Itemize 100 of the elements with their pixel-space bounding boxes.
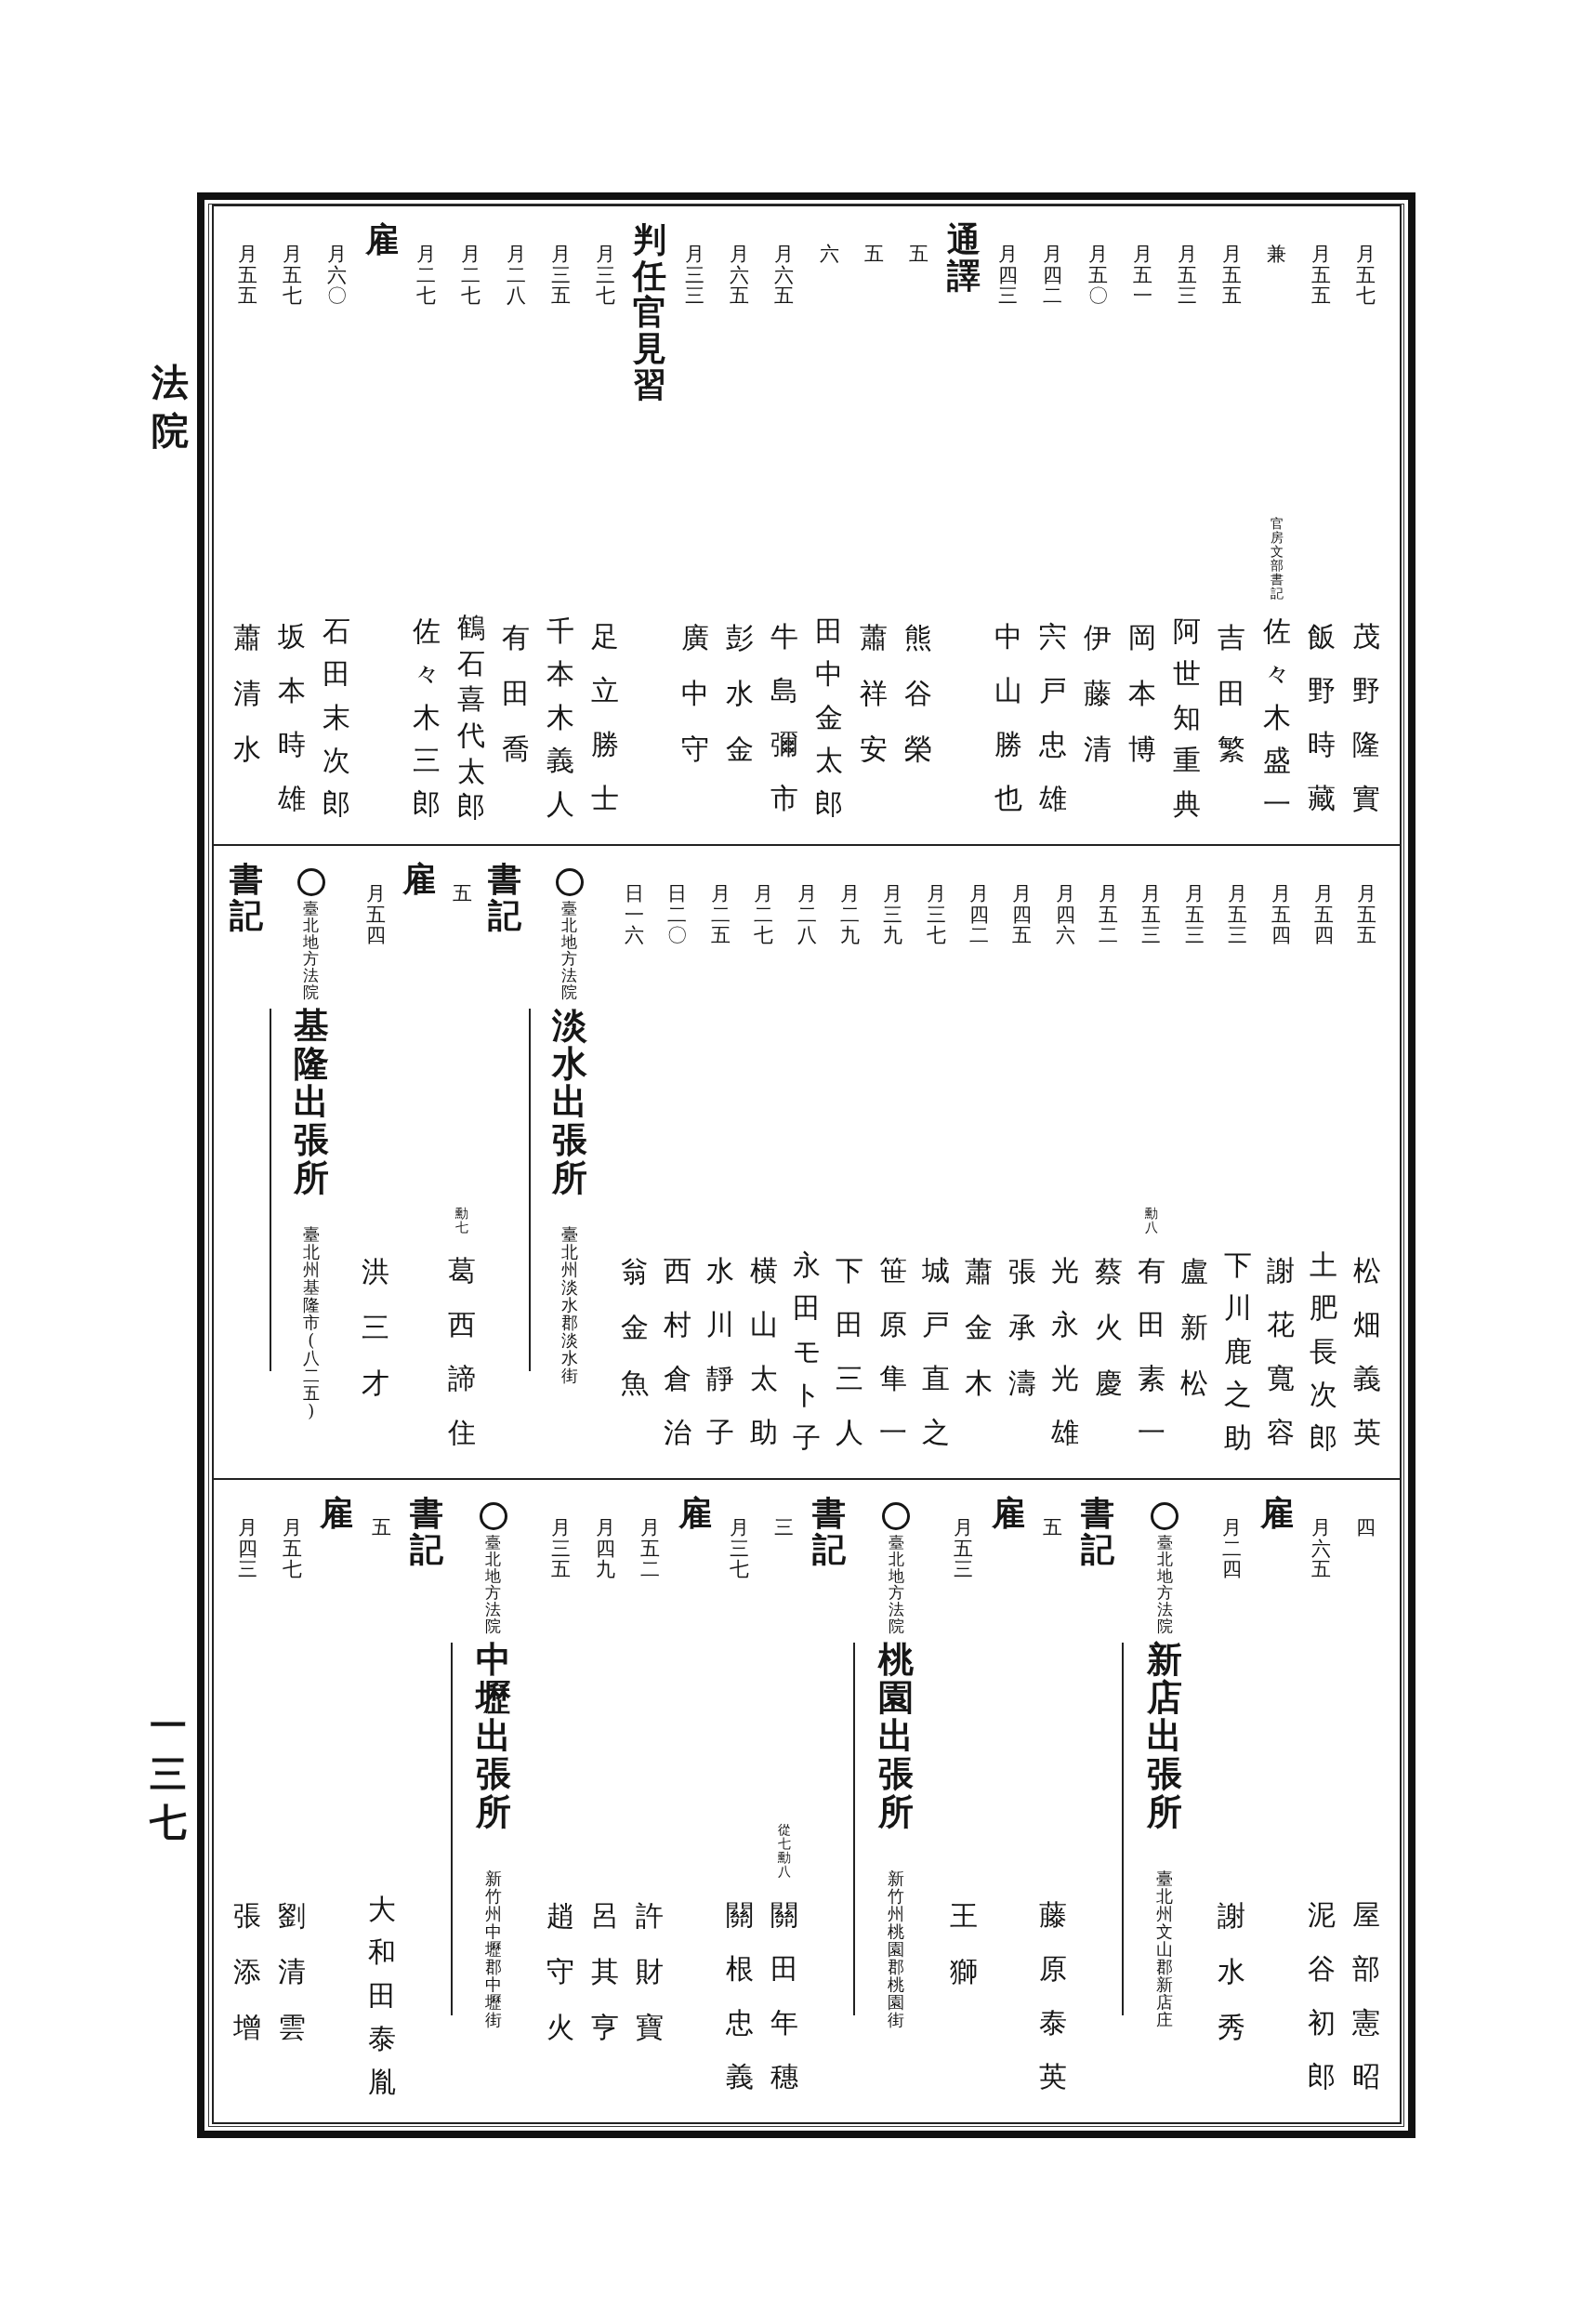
section-heading: 雇 (363, 221, 400, 257)
person-name: 中山勝也 (993, 619, 1023, 816)
office-heading: 桃園出張所 (877, 1640, 915, 1831)
salary-rank: 月四九 (594, 1517, 616, 1580)
page-number: 一三七 (149, 1702, 188, 1845)
salary-rank: 月六五 (729, 244, 751, 307)
address-note: 臺北州文山郡新店庄 (1155, 1869, 1175, 2028)
salary-rank: 月五五 (1310, 244, 1333, 307)
person-name: 有田素一 (1136, 1253, 1166, 1450)
salary-rank: 月五三 (1176, 244, 1198, 307)
salary-rank: 月四三 (997, 244, 1020, 307)
person-name: 永田モト子 (792, 1248, 822, 1456)
person-name: 千本木義人 (546, 614, 576, 822)
person-name: 許財寶 (635, 1898, 665, 2045)
person-name: 張承濤 (1007, 1254, 1037, 1401)
table-panel (212, 205, 1402, 846)
salary-rank: 月二八 (796, 883, 818, 946)
salary-rank: 月五七 (1355, 244, 1377, 307)
person-name: 足立勝士 (590, 619, 621, 816)
person-name: 松畑義英 (1351, 1253, 1382, 1450)
person-name: 呂其亨 (590, 1898, 621, 2045)
person-name: 屋部憲昭 (1350, 1897, 1381, 2094)
court-name: 臺北地方法院 (484, 1534, 503, 1634)
office-heading: 淡水出張所 (550, 1006, 588, 1197)
salary-rank: 月四三 (236, 1517, 258, 1580)
person-name: 光永光雄 (1050, 1253, 1081, 1450)
honor-note: 勳七 (454, 1207, 470, 1235)
table-panel (212, 1478, 1402, 2124)
person-name: 蕭清水 (232, 620, 263, 767)
section-heading: 雇 (1258, 1495, 1295, 1531)
court-name: 臺北地方法院 (1155, 1534, 1174, 1634)
salary-rank: 月三三 (684, 244, 706, 307)
person-name: 鶴石喜代太郎 (455, 610, 486, 825)
salary-rank: 月二七 (415, 244, 438, 307)
salary-rank: 月五一 (1131, 244, 1153, 307)
person-name: 葛西諦住 (447, 1253, 478, 1450)
salary-rank: 月五三 (1227, 883, 1249, 946)
section-heading: 書記 (811, 1495, 848, 1567)
salary-rank: 四 (1355, 1517, 1377, 1538)
section-heading: 雇 (677, 1495, 713, 1531)
salary-rank: 月二九 (838, 883, 861, 946)
salary-rank: 月三五 (549, 1517, 572, 1580)
person-name: 謝水秀 (1217, 1898, 1247, 2045)
salary-rank: 五 (451, 883, 473, 905)
person-name: 下川鹿之助 (1222, 1248, 1253, 1456)
salary-rank: 六 (818, 244, 840, 265)
salary-rank: 月五七 (281, 244, 303, 307)
office-heading: 新店出張所 (1146, 1640, 1184, 1831)
salary-rank: 月五五 (236, 244, 258, 307)
person-name: 蕭金木 (964, 1254, 994, 1401)
person-name: 蕭祥安 (859, 620, 889, 767)
person-name: 西村倉治 (662, 1253, 692, 1450)
salary-rank: 五 (1042, 1517, 1064, 1538)
salary-rank: 月三五 (549, 244, 572, 307)
person-name: 牛島彌市 (769, 619, 799, 816)
person-name: 藤原泰英 (1037, 1897, 1068, 2094)
section-heading: 判任官見習 (632, 221, 668, 403)
address-note: 臺北州基隆市(八二五) (301, 1225, 321, 1419)
salary-rank: 月二七 (460, 244, 482, 307)
salary-rank: 月三七 (594, 244, 616, 307)
person-name: 張添增 (232, 1898, 263, 2045)
salary-rank: 月二四 (1220, 1517, 1243, 1580)
person-name: 盧新松 (1179, 1254, 1210, 1401)
person-name: 劉清雲 (277, 1898, 308, 2045)
person-name: 宍戸忠雄 (1037, 619, 1068, 816)
salary-rank: 三 (773, 1517, 796, 1538)
section-heading: 雇 (319, 1495, 355, 1531)
salary-rank: 月四二 (1042, 244, 1064, 307)
salary-rank: 月六〇 (325, 244, 348, 307)
salary-rank: 日一六 (624, 883, 645, 946)
salary-rank: 月五四 (1312, 883, 1335, 946)
person-name: 關田年穗 (769, 1897, 799, 2094)
salary-rank: 月五七 (281, 1517, 303, 1580)
salary-rank: 月二七 (753, 883, 775, 946)
person-name: 阿世知重典 (1172, 614, 1203, 822)
office-heading: 中壢出張所 (474, 1640, 512, 1831)
salary-rank: 月五四 (1270, 883, 1292, 946)
salary-rank: 月四六 (1054, 883, 1076, 946)
section-heading: 通譯 (945, 221, 981, 294)
salary-rank: 月五五 (1220, 244, 1243, 307)
section-heading: 書記 (487, 861, 523, 933)
salary-rank: 月五〇 (1086, 244, 1109, 307)
table-panel (212, 844, 1402, 1480)
court-name: 臺北地方法院 (887, 1534, 905, 1634)
person-name: 飯野時藏 (1306, 619, 1336, 816)
person-name: 彭水金 (724, 620, 755, 767)
honor-note: 從七勳八 (776, 1823, 792, 1879)
salary-rank: 日二〇 (666, 883, 689, 946)
section-heading: 書記 (408, 1495, 444, 1567)
person-name: 水川靜子 (705, 1253, 736, 1450)
person-name: 蔡火慶 (1093, 1254, 1124, 1401)
person-name: 翁金魚 (619, 1254, 650, 1401)
salary-rank: 兼 (1266, 244, 1288, 265)
person-name: 伊藤清 (1083, 620, 1113, 767)
running-head: 法院 (151, 359, 190, 454)
person-name: 佐々木三郎 (411, 614, 441, 822)
section-heading: 書記 (229, 861, 265, 933)
salary-rank: 月二五 (709, 883, 731, 946)
address-note: 臺北州淡水郡淡水街 (560, 1225, 579, 1384)
salary-rank: 月三七 (925, 883, 947, 946)
